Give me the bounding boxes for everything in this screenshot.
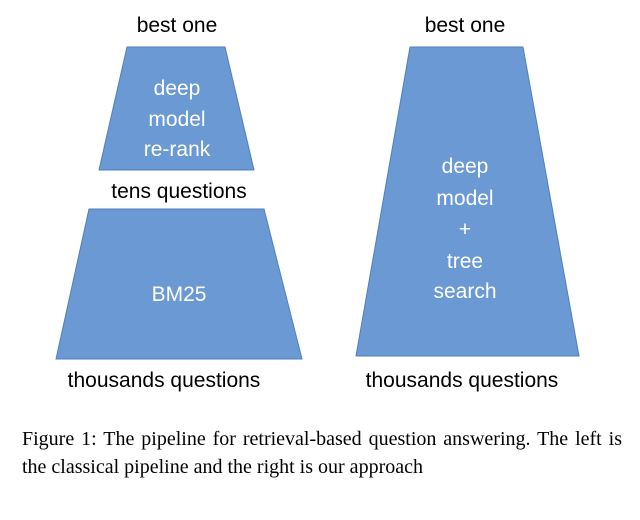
bm25-stage-shape <box>55 208 303 360</box>
deep-model-tree-search-line: search <box>433 280 496 303</box>
deep-model-tree-search-shape <box>355 46 580 357</box>
left-bottom-label: thousands questions <box>68 369 261 392</box>
rerank-stage-line: deep <box>154 77 201 100</box>
bm25-stage-label: BM25 <box>152 283 207 306</box>
deep-model-tree-search-line: tree <box>447 250 483 273</box>
deep-model-tree-search-line: + <box>459 218 471 241</box>
rerank-stage-line: re-rank <box>144 138 211 161</box>
deep-model-tree-search-line: deep <box>442 155 489 178</box>
deep-model-tree-search-line: model <box>436 187 493 210</box>
right-top-label: best one <box>425 14 506 37</box>
left-middle-label: tens questions <box>111 180 246 203</box>
left-top-label: best one <box>137 14 218 37</box>
pipeline-diagram: deep model re-rank BM25 deep model + tre… <box>55 14 580 392</box>
right-bottom-label: thousands questions <box>366 369 559 392</box>
figure-caption: Figure 1: The pipeline for retrieval-bas… <box>22 428 622 478</box>
rerank-stage-line: model <box>148 108 205 131</box>
rerank-stage-shape <box>98 46 255 171</box>
